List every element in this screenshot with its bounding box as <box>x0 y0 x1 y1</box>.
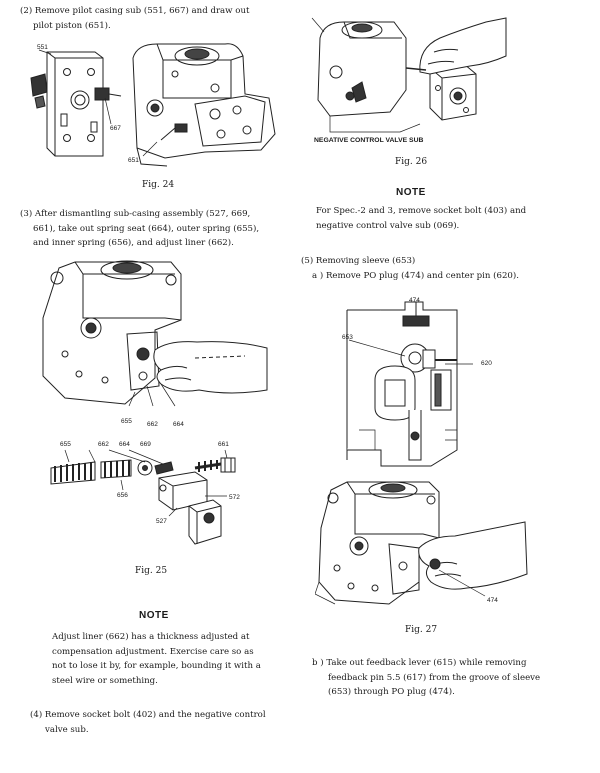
step-4-text: (4) Remove socket bolt (402) and the neg… <box>30 710 266 735</box>
fig27-label-474: 474 <box>487 597 498 604</box>
step-5a-text: a ) Remove PO plug (474) and center pin … <box>312 271 519 281</box>
fig25-label-572: 572 <box>229 494 240 501</box>
fig25-label-656: 656 <box>117 492 128 499</box>
figure-25-caption: Fig. 25 <box>135 566 168 576</box>
fig25-label-664: 664 <box>119 441 130 448</box>
left-note-text: Adjust liner (662) has a thickness adjus… <box>52 632 261 686</box>
left-note-heading: NOTE <box>139 610 169 621</box>
fig25-label-661: 661 <box>218 441 229 448</box>
section-label-653: 653 <box>342 334 353 341</box>
fig25-label-655: 655 <box>60 441 71 448</box>
fig24-label-667: 667 <box>110 125 121 132</box>
figure-27-caption: Fig. 27 <box>405 625 438 635</box>
figure-27-drawing <box>315 478 530 610</box>
sleeve-section-drawing <box>345 300 485 475</box>
section-label-620: 620 <box>481 360 492 367</box>
fig25-label-527: 527 <box>156 518 167 525</box>
figure-24-caption: Fig. 24 <box>142 180 175 190</box>
fig24-label-651: 651 <box>128 157 139 164</box>
right-note-text: For Spec.-2 and 3, remove socket bolt (4… <box>316 206 527 231</box>
right-note-heading: NOTE <box>396 187 426 198</box>
figure-26-caption: Fig. 26 <box>395 157 428 167</box>
section-label-474: 474 <box>409 297 420 304</box>
step-5-text: (5) Removing sleeve (653) <box>301 256 416 266</box>
fig25-label-655-top: 655 <box>121 418 132 425</box>
fig24-label-551: 551 <box>37 44 48 51</box>
fig25-label-669: 669 <box>140 441 151 448</box>
figure-25-drawing <box>35 258 275 428</box>
step-2-text: (2) Remove pilot casing sub (551, 667) a… <box>20 6 250 31</box>
fig25-label-662: 662 <box>98 441 109 448</box>
fig25-label-664-top: 664 <box>173 421 184 428</box>
figure-24-drawing <box>25 38 285 170</box>
fig26-label-negative-control-valve-sub: NEGATIVE CONTROL VALVE SUB <box>314 137 424 144</box>
step-5b-text: b ) Take out feedback lever (615) while … <box>312 658 541 697</box>
step-3-text: (3) After dismantling sub-casing assembl… <box>20 209 260 248</box>
figure-25-parts-drawing <box>45 440 265 555</box>
figure-26-drawing <box>310 8 510 136</box>
fig25-label-662-top: 662 <box>147 421 158 428</box>
